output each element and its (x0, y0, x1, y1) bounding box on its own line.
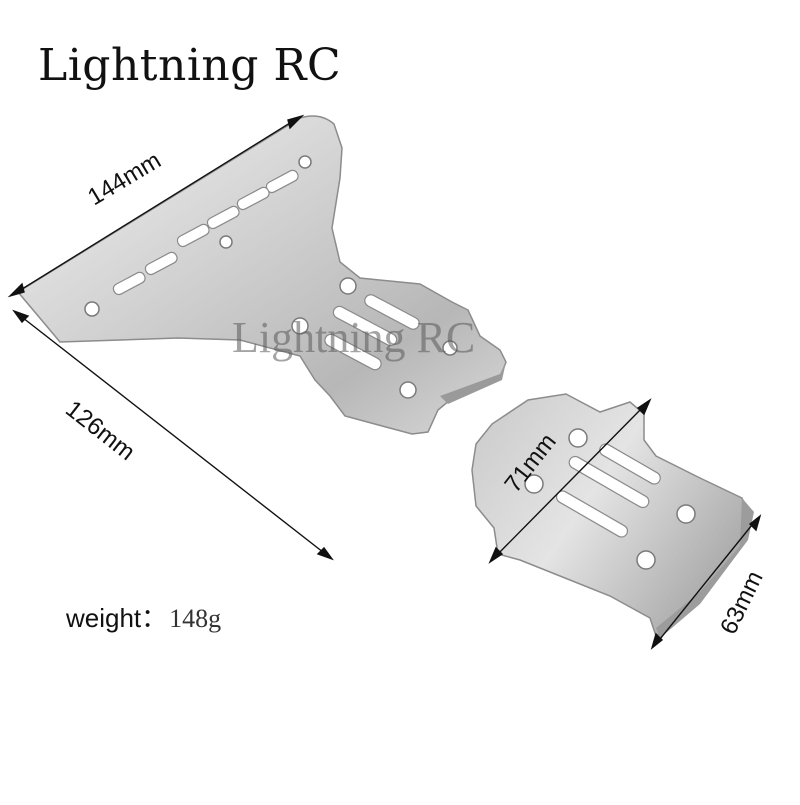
dim-line-front-length (17, 313, 329, 557)
dim-line-front-width (13, 117, 299, 295)
dimension-lines (7, 114, 762, 650)
weight-value: 148g (169, 604, 222, 633)
dim-line-rear-width (655, 519, 757, 645)
rear-skid-plate (471, 393, 754, 638)
rear-plate-holes (524, 428, 696, 570)
brand-title: Lightning RC (38, 40, 342, 91)
front-plate-slots (112, 169, 420, 371)
weight-info: weight：148g (66, 598, 221, 635)
dim-label-front-length: 126mm (60, 395, 140, 466)
dim-line-rear-length (493, 403, 647, 559)
front-plate-holes (84, 155, 458, 399)
brand-watermark: Lightning RC (232, 313, 476, 362)
front-skid-plate (16, 115, 507, 435)
weight-label: weight： (66, 603, 168, 633)
dim-label-rear-width: 63mm (715, 567, 769, 639)
dim-label-front-width: 144mm (83, 147, 166, 211)
rear-plate-slots (555, 443, 661, 538)
